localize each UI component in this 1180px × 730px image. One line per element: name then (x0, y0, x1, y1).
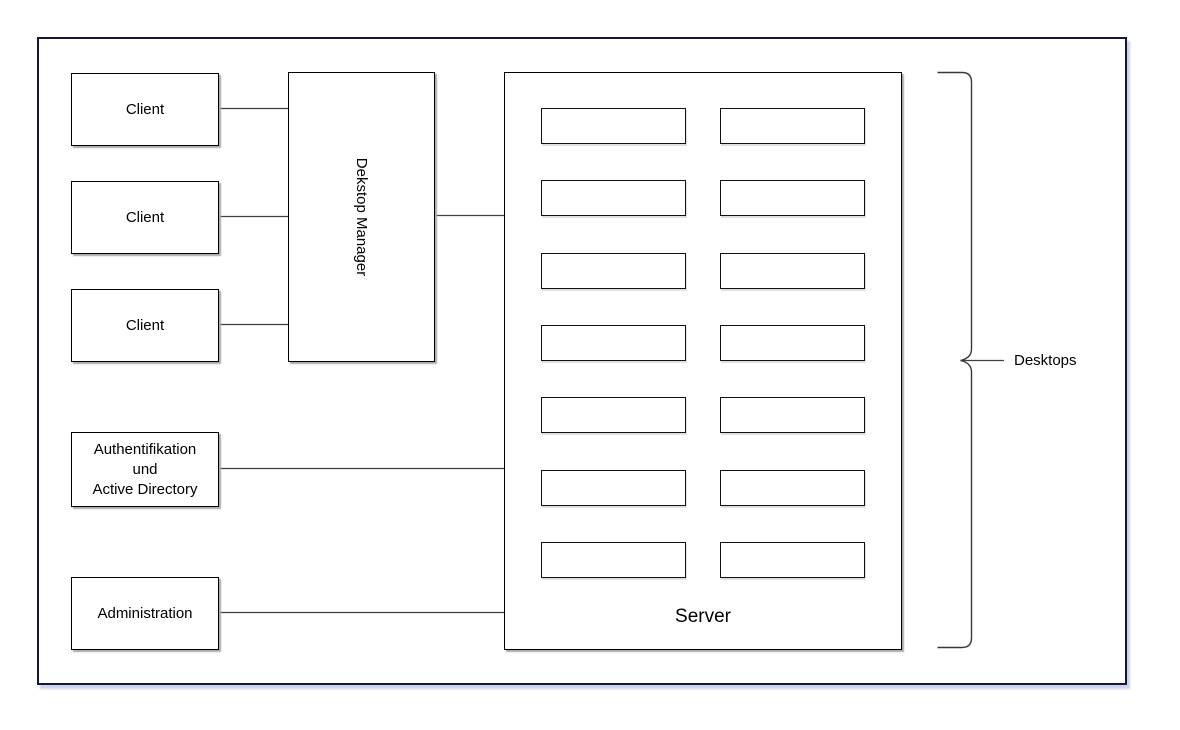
desktop-manager-box: Dekstop Manager (288, 72, 435, 362)
administration-box: Administration (71, 577, 219, 650)
client-box-2: Client (71, 181, 219, 254)
server-label: Server (675, 606, 731, 627)
client-label-3: Client (125, 316, 165, 334)
server-slot (720, 541, 865, 578)
server-slots (541, 108, 865, 578)
server-slot (720, 469, 865, 506)
auth-line-3: Active Directory (92, 480, 198, 498)
client-box-3: Client (71, 289, 219, 362)
server-slot (720, 397, 865, 434)
server-slot (720, 180, 865, 217)
desktops-label: Desktops (1014, 352, 1077, 369)
server-slot (541, 397, 686, 434)
client-label-1: Client (125, 100, 165, 118)
server-box: Server (504, 72, 902, 650)
server-slot (541, 252, 686, 289)
auth-label: Authentifikation und Active Directory (92, 440, 197, 500)
server-slot (541, 469, 686, 506)
server-slot (720, 252, 865, 289)
auth-box: Authentifikation und Active Directory (71, 432, 219, 507)
desktop-manager-label: Dekstop Manager (353, 157, 371, 277)
server-slot (720, 324, 865, 361)
server-slot (541, 541, 686, 578)
server-slot (541, 180, 686, 217)
client-box-1: Client (71, 73, 219, 146)
auth-line-1: Authentifikation (93, 440, 197, 458)
client-label-2: Client (125, 208, 165, 226)
administration-label: Administration (97, 604, 193, 622)
auth-line-2: und (132, 460, 158, 478)
server-slot (541, 108, 686, 144)
server-slot (720, 108, 865, 144)
server-slot (541, 324, 686, 361)
